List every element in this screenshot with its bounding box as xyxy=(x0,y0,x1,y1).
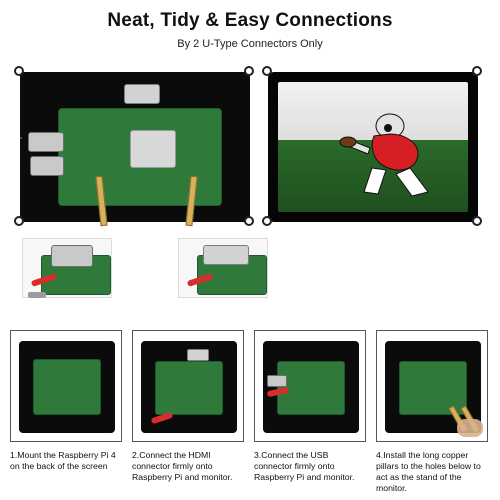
usb-port xyxy=(28,132,64,152)
mount-hole xyxy=(14,216,24,226)
mount-hole xyxy=(472,216,482,226)
hdmi-cable xyxy=(124,84,160,104)
zoom-detail-hdmi xyxy=(178,238,268,298)
step-1-image xyxy=(10,330,122,442)
mount-hole xyxy=(472,66,482,76)
mount-hole xyxy=(244,216,254,226)
step-4-caption: 4.Install the long copper pillars to the… xyxy=(376,450,481,493)
usb-port xyxy=(30,156,64,176)
monitor-front-photo xyxy=(262,66,482,226)
step-2-hdmi xyxy=(187,349,209,361)
step-3-caption: 3.Connect the USB connector firmly onto … xyxy=(254,450,355,482)
hdmi-connector-zoom xyxy=(203,245,249,265)
page-title: Neat, Tidy & Easy Connections xyxy=(107,10,393,31)
connection-guides xyxy=(20,137,22,139)
step-2-image xyxy=(132,330,244,442)
screen-sky xyxy=(278,82,468,140)
mount-hole xyxy=(262,66,272,76)
u-connector-small xyxy=(28,292,46,298)
display-screen xyxy=(278,82,468,212)
mount-hole xyxy=(262,216,272,226)
step-2-pcb xyxy=(155,361,223,415)
football-player-illustration xyxy=(339,113,429,197)
mount-hole xyxy=(244,66,254,76)
zoom-detail-usb xyxy=(22,238,112,298)
step-1-pcb xyxy=(33,359,101,415)
step-4-pcb xyxy=(399,361,467,415)
page-subtitle: By 2 U-Type Connectors Only xyxy=(177,38,323,50)
mount-hole xyxy=(14,66,24,76)
step-2-caption: 2.Connect the HDMI connector firmly onto… xyxy=(132,450,233,482)
usb-connector-zoom xyxy=(51,245,93,267)
step-3-usb xyxy=(267,375,287,387)
step-3-image xyxy=(254,330,366,442)
step-4-image xyxy=(376,330,488,442)
step-1-caption: 1.Mount the Raspberry Pi 4 on the back o… xyxy=(10,450,116,471)
monitor-back-photo xyxy=(14,66,254,227)
step-4-hand xyxy=(457,419,483,437)
cpu-chip xyxy=(130,130,176,168)
